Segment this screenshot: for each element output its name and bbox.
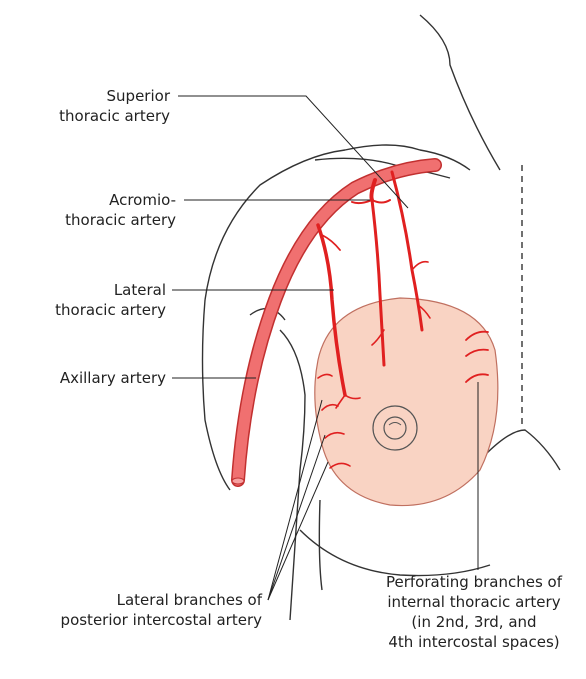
label-line: thoracic artery xyxy=(40,300,166,320)
label-lateral-branches-posterior-intercostal: Lateral branches of posterior intercosta… xyxy=(0,590,262,630)
arm-outline xyxy=(203,300,231,490)
neck-outline xyxy=(420,15,500,170)
label-line: Perforating branches of xyxy=(364,572,584,592)
leader-lateral-branches-2 xyxy=(268,435,325,600)
label-lateral-thoracic-artery: Lateral thoracic artery xyxy=(40,280,166,320)
label-line: posterior intercostal artery xyxy=(0,610,262,630)
acromiothoracic-trunk xyxy=(371,180,375,200)
label-line: Acromio- xyxy=(40,190,176,210)
label-line: thoracic artery xyxy=(40,106,170,126)
label-perforating-branches-internal-thoracic: Perforating branches of internal thoraci… xyxy=(364,572,584,652)
label-line: Lateral branches of xyxy=(0,590,262,610)
axillary-artery-cut-end xyxy=(232,478,244,484)
label-acromiothoracic-artery: Acromio- thoracic artery xyxy=(40,190,176,230)
label-line: Superior xyxy=(40,86,170,106)
trunk-lower-outline xyxy=(319,500,322,590)
label-superior-thoracic-artery: Superior thoracic artery xyxy=(40,86,170,126)
label-line: Lateral xyxy=(40,280,166,300)
label-line: internal thoracic artery xyxy=(364,592,584,612)
label-line: 4th intercostal spaces) xyxy=(364,632,584,652)
leader-lateral-branches-1 xyxy=(268,400,322,600)
sternal-outline xyxy=(485,430,560,470)
breast-shape xyxy=(315,298,498,506)
label-line: thoracic artery xyxy=(40,210,176,230)
label-axillary-artery: Axillary artery xyxy=(20,368,166,388)
infra-breast-outline xyxy=(300,530,490,576)
label-line: (in 2nd, 3rd, and xyxy=(364,612,584,632)
